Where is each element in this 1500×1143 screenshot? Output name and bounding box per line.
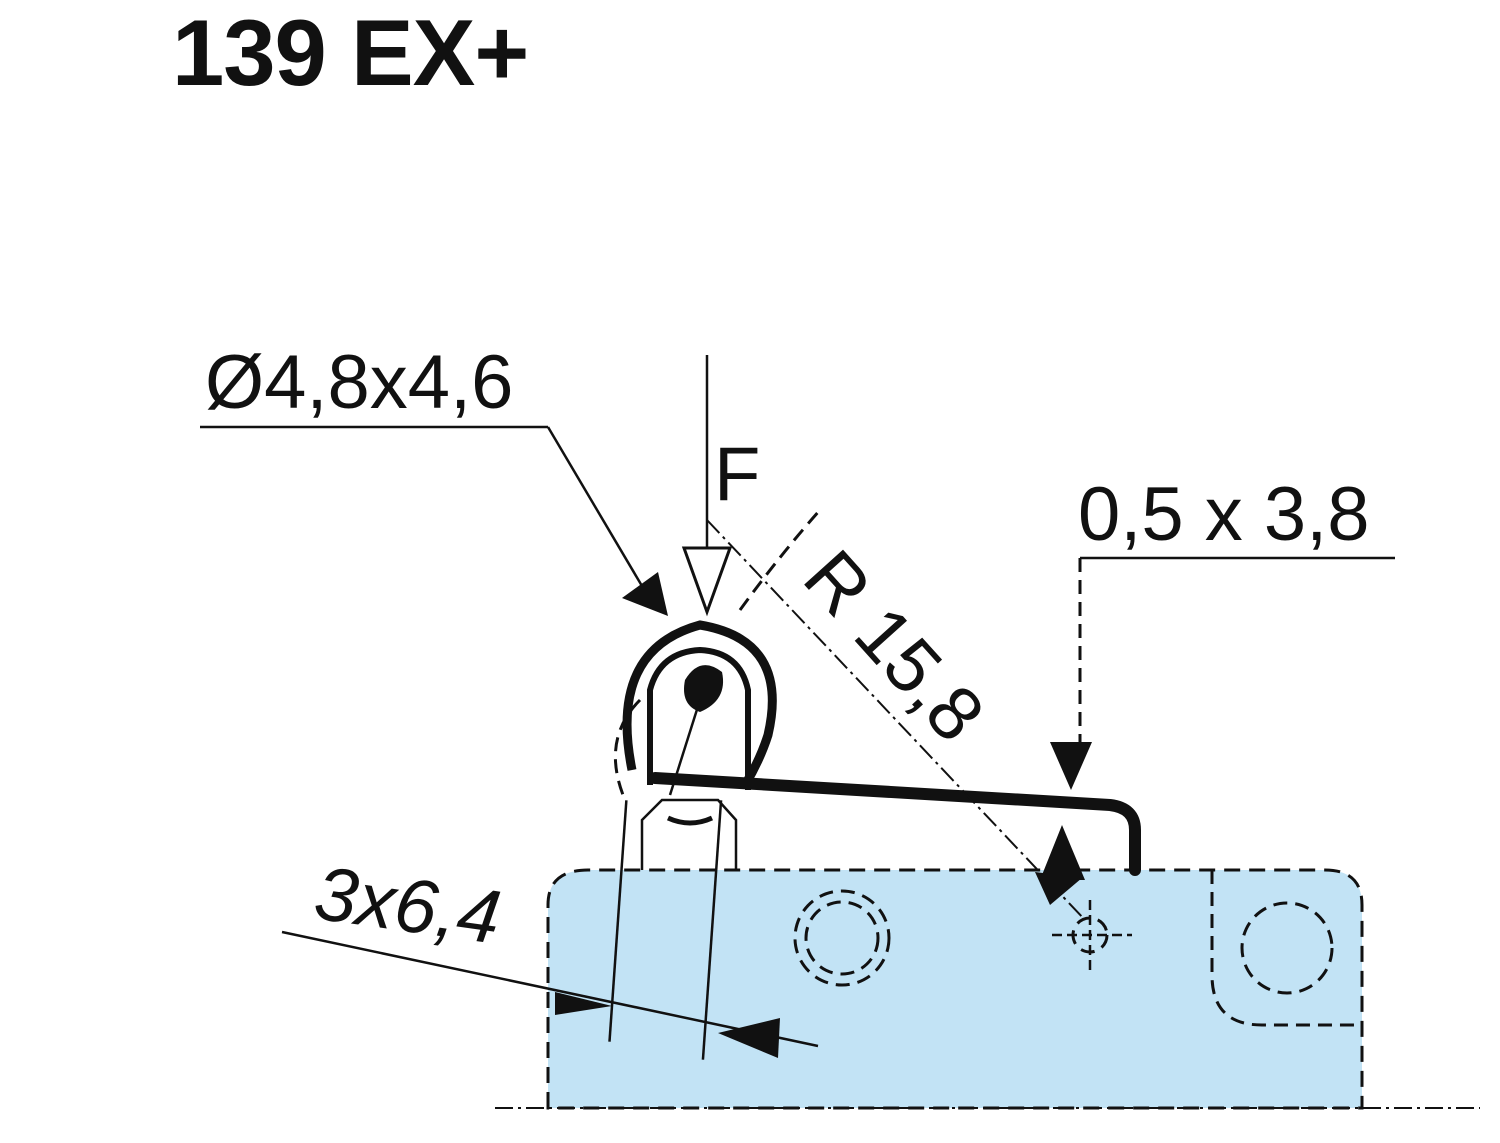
plunger <box>640 798 738 870</box>
radius-label: R 15,8 <box>787 534 1000 757</box>
diameter-label: Ø4,8x4,6 <box>205 340 513 425</box>
force-label: F <box>714 432 760 517</box>
radius-dimension <box>706 509 1086 921</box>
lever-arm <box>649 772 1141 876</box>
force-arrow <box>681 355 733 617</box>
lever-thickness-dimension <box>1040 556 1395 880</box>
pivot-mark <box>1052 900 1132 970</box>
roller <box>622 620 777 796</box>
width-dimension <box>281 800 819 1060</box>
mounting-hole-left <box>793 889 891 987</box>
terminal-area <box>1210 870 1362 1027</box>
drawing-title: 139 EX+ <box>172 0 529 105</box>
switch-body <box>546 868 1364 1110</box>
diameter-leader <box>200 425 668 616</box>
lever-thickness-label: 0,5 x 3,8 <box>1078 472 1370 557</box>
